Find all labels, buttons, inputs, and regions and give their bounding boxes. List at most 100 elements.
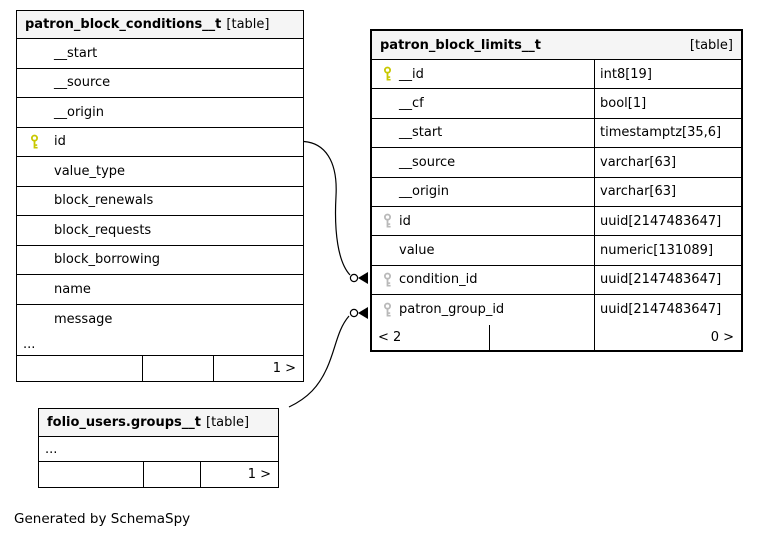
column-name-cell: name [17,275,303,304]
relationship-groups-to-patron-group-id [288,307,368,408]
footer-cell-left [17,356,143,381]
column-name: value_type [54,163,126,179]
column-row-__id: __id int8[19] [372,60,741,90]
column-name: id [399,213,411,229]
column-name: __cf [399,96,424,112]
column-type: numeric[131089] [600,243,714,259]
table-kind-label: [table] [689,37,733,53]
table-patron-block-limits: patron_block_limits__t [table] __id int8[… [370,29,743,352]
column-name: __origin [399,184,450,200]
more-columns-ellipsis: ... [39,437,278,462]
footer-related-count: 0 > [710,329,734,345]
table-footer: 1 > [17,356,303,381]
table-footer: 1 > [39,462,278,487]
column-type: uuid[2147483647] [600,272,722,288]
footer-cell-mid [144,462,201,487]
column-name: __start [54,45,98,61]
column-name-cell: message [17,305,303,335]
foreign-key-icon [383,213,392,229]
column-row-message: message [17,305,303,335]
footer-cell-mid [490,324,595,350]
table-name: patron_block_limits__t [380,37,542,53]
column-name: patron_group_id [399,302,505,318]
column-name-cell: value [372,236,595,265]
column-row-__source: __source varchar[63] [372,148,741,178]
column-row-__cf: __cf bool[1] [372,89,741,119]
column-row-__start: __start [17,39,303,69]
column-type: bool[1] [600,96,647,112]
column-name-cell: patron_group_id [372,295,595,325]
column-name-cell: condition_id [372,265,595,295]
column-row-block_requests: block_requests [17,216,303,246]
column-type: int8[19] [600,66,652,82]
column-name-cell: __source [17,69,303,98]
table-folio-users-groups: folio_users.groups__t [table] ... 1 > [38,408,279,488]
column-row-id: id [17,128,303,157]
column-type: uuid[2147483647] [600,213,722,229]
foreign-key-icon [383,272,392,287]
column-name: __source [54,75,111,91]
column-name-cell: value_type [17,157,303,186]
column-row-block_borrowing: block_borrowing [17,246,303,275]
column-type: varchar[63] [600,154,677,170]
column-name: value [399,243,435,259]
column-name: message [54,311,113,327]
column-name: __source [399,154,456,170]
table-kind-label: [table] [206,415,250,430]
column-row-name: name [17,275,303,305]
footer-related-count: 1 > [247,467,271,482]
table-kind-label: [table] [226,17,270,32]
primary-key-icon [30,134,39,149]
column-name: block_borrowing [54,252,161,268]
column-row-value: value numeric[131089] [372,236,741,266]
column-row-block_renewals: block_renewals [17,187,303,216]
column-row-condition_id: condition_id uuid[2147483647] [372,265,741,296]
table-name: patron_block_conditions__t [25,17,222,32]
column-name: block_renewals [54,193,154,209]
footer-cell-mid [143,356,214,381]
column-name-cell: block_renewals [17,187,303,216]
relationship-conditions-id-to-condition-id [303,140,368,284]
column-row-id: id uuid[2147483647] [372,206,741,237]
column-name: condition_id [399,272,478,288]
column-row-value_type: value_type [17,157,303,187]
table-name: folio_users.groups__t [47,415,201,430]
table-header-patron-block-conditions[interactable]: patron_block_conditions__t [table] [17,11,303,39]
foreign-key-icon [383,302,392,317]
column-name-cell: block_borrowing [17,246,303,275]
column-name-cell: __start [372,118,595,148]
column-name: __id [399,66,424,82]
column-name: __start [399,125,443,141]
column-row-__source: __source [17,69,303,98]
column-name-cell: __source [372,148,595,177]
column-name-cell: __start [17,39,303,68]
column-name-cell: __origin [17,98,303,127]
column-name-cell: __cf [372,89,595,118]
table-patron-block-conditions: patron_block_conditions__t [table] __sta… [16,10,304,382]
column-name: name [54,281,91,297]
column-row-patron_group_id: patron_group_id uuid[2147483647] [372,295,741,325]
column-type: varchar[63] [600,184,677,200]
column-row-__origin: __origin [17,98,303,128]
footer-related-count: 1 > [272,361,296,376]
more-columns-ellipsis: ... [17,334,303,356]
footer-parent-count: < 2 [372,324,490,350]
table-footer: < 2 0 > [372,324,741,350]
column-name-cell: id [372,206,595,236]
column-name-cell: __origin [372,177,595,206]
column-type: uuid[2147483647] [600,302,722,318]
column-name: id [54,134,66,150]
column-name: __origin [54,104,105,120]
column-name: block_requests [54,222,152,238]
column-row-__start: __start timestamptz[35,6] [372,118,741,149]
table-header-patron-block-limits[interactable]: patron_block_limits__t [table] [372,31,741,60]
column-name-cell: id [17,128,303,157]
column-name-cell: __id [372,60,595,89]
column-type: timestamptz[35,6] [600,125,722,141]
column-name-cell: block_requests [17,216,303,245]
column-row-__origin: __origin varchar[63] [372,177,741,207]
table-header-folio-users-groups[interactable]: folio_users.groups__t [table] [39,409,278,437]
generated-by-credit: Generated by SchemaSpy [14,511,191,527]
